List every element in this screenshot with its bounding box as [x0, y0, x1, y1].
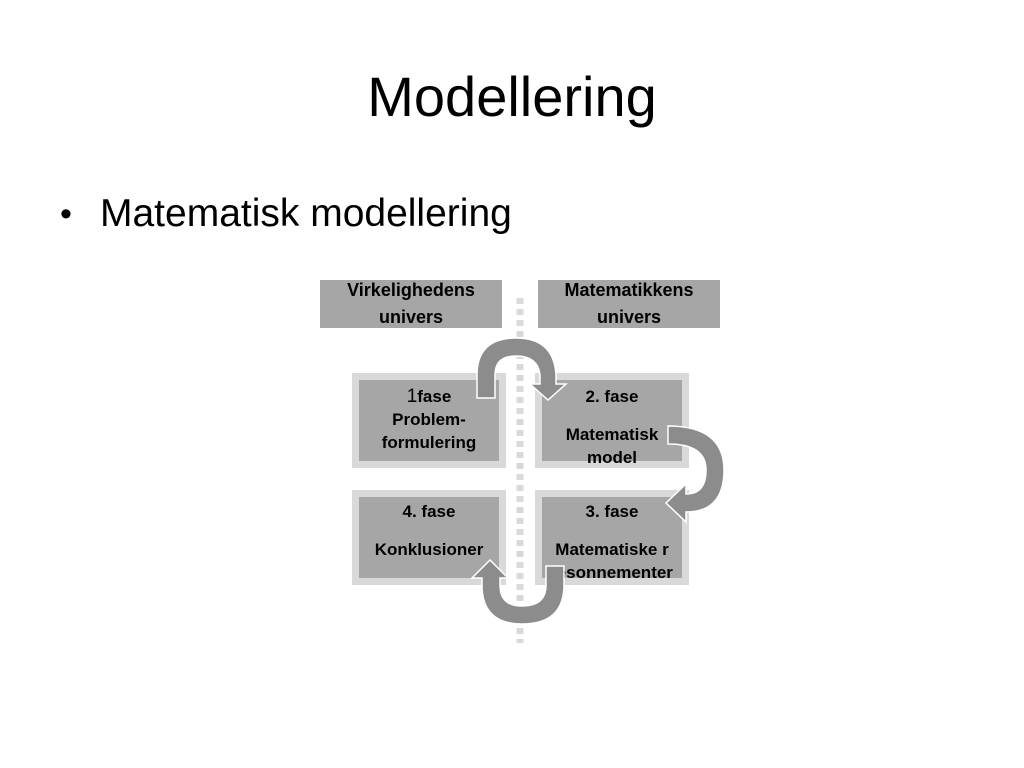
- phase-4-label: 4. fase: [402, 502, 456, 521]
- phase-3-text: Matematiske ræsonnementer: [551, 540, 673, 582]
- phase-3-label: 3. fase: [585, 502, 639, 521]
- phase-3-fill: [542, 497, 682, 578]
- header-right: Matematikkens univers: [538, 280, 720, 328]
- phase-4-box: 4. fase Konklusioner: [352, 490, 506, 585]
- phase-2-text: Matematisk model: [565, 425, 659, 467]
- phase-1-label: 1fase: [352, 385, 506, 408]
- phase-1-text: Problem- formulering: [381, 410, 477, 452]
- phase-3-box: 3. fase Matematiske ræsonnementer: [535, 490, 689, 585]
- bullet-text: Matematisk modellering: [100, 192, 512, 235]
- header-right-label: Matematikkens univers: [564, 280, 694, 327]
- phase-1-label-text: fase: [417, 387, 452, 406]
- header-left: Virkelighedens univers: [320, 280, 502, 328]
- bullet-item: • Matematisk modellering: [60, 186, 512, 242]
- phase-1-fill: [359, 380, 499, 461]
- header-left-label: Virkelighedens univers: [347, 280, 475, 327]
- slide-title: Modellering: [367, 65, 657, 128]
- phase-1-number: 1: [406, 386, 418, 407]
- phase-2-label: 2. fase: [585, 387, 639, 406]
- phase-2-box: 2. fase Matematisk model: [535, 373, 689, 468]
- phase-1-box: 1fase Problem- formulering: [352, 373, 506, 468]
- bullet-marker: •: [60, 194, 72, 233]
- phase-4-text: Konklusioner: [374, 540, 484, 559]
